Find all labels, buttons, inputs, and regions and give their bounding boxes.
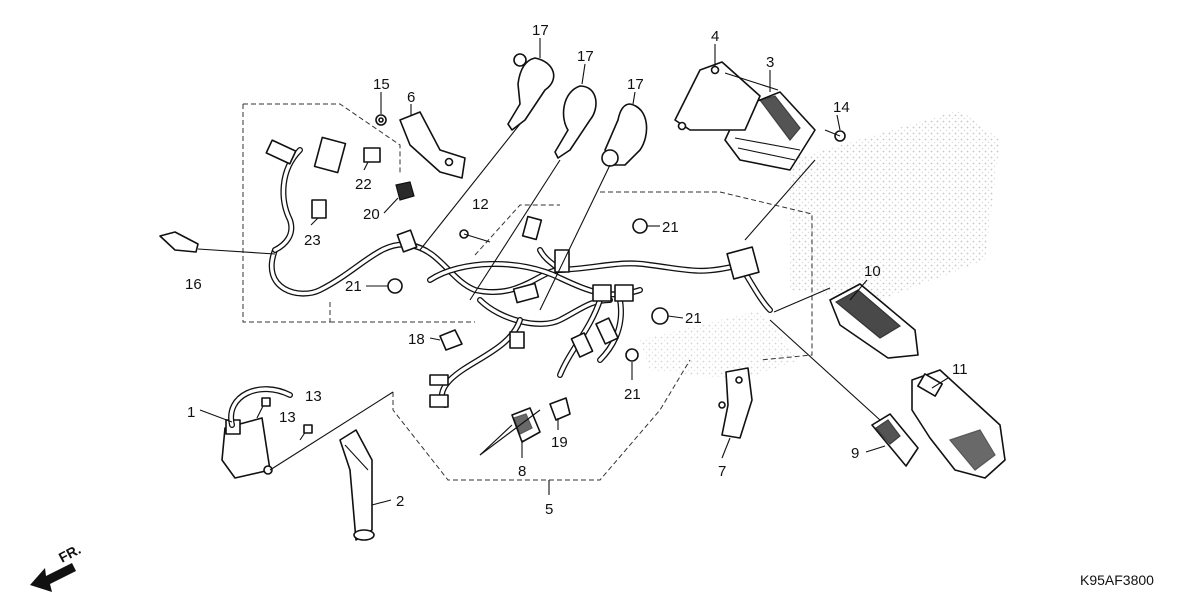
callout-21d: 21 [624,386,641,403]
bolt-14 [824,129,846,142]
callout-14: 14 [833,99,850,116]
callout-11: 11 [952,361,968,378]
connector-9 [871,413,919,467]
callout-3: 3 [766,54,774,71]
callout-7: 7 [718,463,726,480]
bolt-13b [299,424,313,441]
callout-21b: 21 [662,219,679,236]
callout-19: 19 [551,434,568,451]
terminal-16 [159,231,276,255]
spark-plug-cap [339,429,375,541]
assembly-outline-left [242,103,475,323]
callout-6: 6 [407,89,415,106]
callout-13a: 13 [305,388,322,405]
front-direction-arrow: FR. [30,541,83,592]
callout-21c: 21 [685,310,702,327]
background-shading [640,110,1000,380]
bracket-6 [399,111,466,179]
assembly-outline-main [392,191,813,481]
clip-21d [625,348,639,362]
ignition-coil [221,386,293,479]
callout-17c: 17 [627,76,644,93]
callout-18: 18 [408,331,425,348]
connector-8 [511,407,541,443]
bracket-7 [718,367,753,439]
callout-13b: 13 [279,409,296,426]
callout-4: 4 [711,28,719,45]
module-10 [829,283,919,359]
band-17a [507,53,555,131]
callout-17b: 17 [577,48,594,65]
screw-12 [459,229,491,243]
callout-20: 20 [363,206,380,223]
callout-22: 22 [355,176,372,193]
callout-23: 23 [304,232,321,249]
callout-9: 9 [851,445,859,462]
band-17c [601,103,648,167]
clamp-18 [439,329,463,351]
callout-10: 10 [864,263,881,280]
grommet-20 [395,181,415,201]
band-17b [554,85,597,159]
connector-23 [265,136,347,219]
wire-harness [268,147,773,408]
leader-lines [199,38,949,506]
callout-labels: 1 2 3 4 5 6 7 8 9 10 11 12 13 13 14 15 1… [185,22,968,518]
callout-17a: 17 [532,22,549,39]
clip-21b [632,218,648,234]
callout-21a: 21 [345,278,362,295]
callout-8: 8 [518,463,526,480]
assembly-11 [911,369,1006,479]
clip-19 [549,397,571,421]
callout-16: 16 [185,276,202,293]
front-direction-label: FR. [56,541,83,566]
nut-22 [363,147,381,163]
callout-5: 5 [545,501,553,518]
mounting-plate [674,61,761,131]
clip-21c [651,307,669,325]
callout-2: 2 [396,493,404,510]
callout-15: 15 [373,76,390,93]
callout-12: 12 [472,196,489,213]
clip-21a [387,278,403,294]
nut-15 [375,114,387,126]
callout-1: 1 [187,404,195,421]
bolt-13a [256,397,271,419]
diagram-code: K95AF3800 [1080,572,1154,588]
